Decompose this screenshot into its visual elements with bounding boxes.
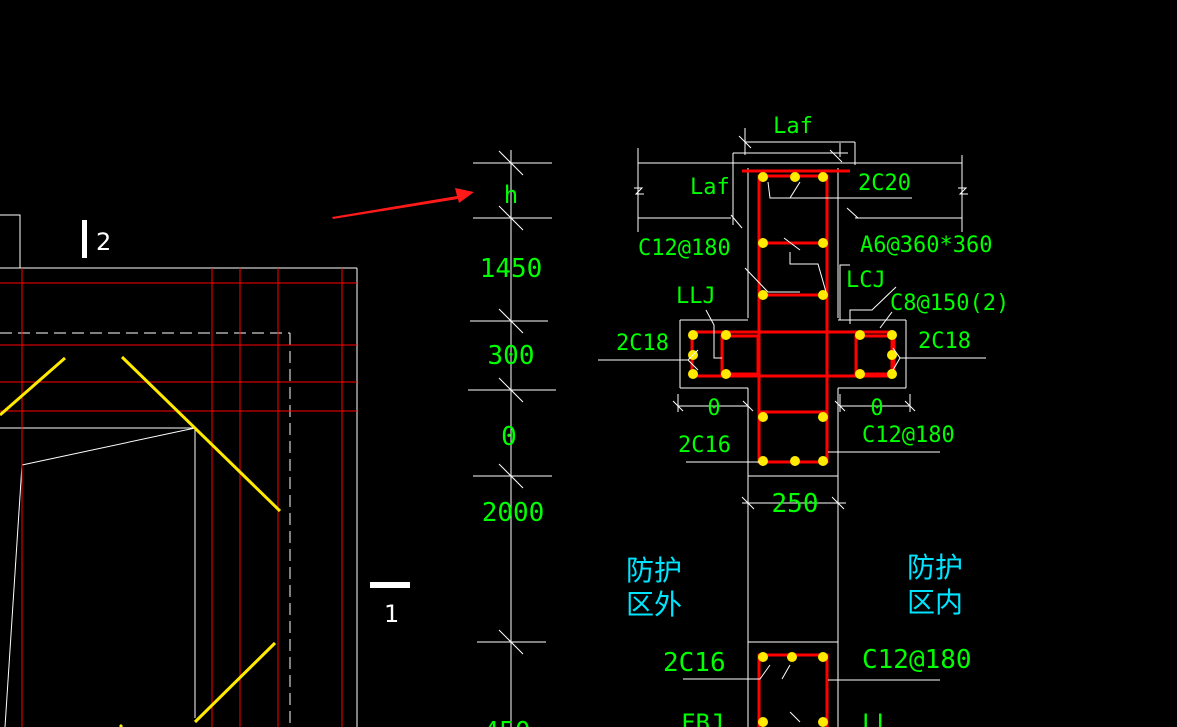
rebar-2c16-bottom-label: 2C16 bbox=[663, 648, 726, 678]
plan-diagonal-rebars bbox=[0, 355, 282, 727]
vertical-dimension-chain: h 1450 300 0 2000 450 bbox=[468, 150, 556, 727]
wall-section-detail: Laf bbox=[598, 114, 1009, 727]
dim-0: 0 bbox=[501, 422, 517, 452]
lcj-label: LCJ bbox=[846, 268, 886, 293]
rebar-2c16-mid-label: 2C16 bbox=[678, 433, 731, 458]
fbj-label: FBJ bbox=[681, 709, 724, 727]
laf-dimension: Laf bbox=[732, 114, 856, 225]
dim-450: 450 bbox=[484, 717, 531, 727]
ll-label: LL bbox=[862, 709, 891, 727]
dim-h: h bbox=[504, 181, 518, 209]
zone-inside-line2: 区内 bbox=[907, 586, 963, 619]
section-mark-1-label: 1 bbox=[384, 600, 399, 628]
plan-outline bbox=[0, 214, 358, 727]
zone-outside-line2: 区外 bbox=[626, 588, 682, 621]
left-offset-0: 0 bbox=[707, 396, 720, 421]
stirrup-c12-180-bottom-label: C12@180 bbox=[862, 645, 972, 675]
column-outline bbox=[679, 168, 907, 727]
section-mark-2-label: 2 bbox=[96, 228, 111, 256]
plan-red-grid bbox=[0, 268, 357, 727]
section-mark-1: 1 bbox=[370, 582, 410, 628]
plan-view: 2 1 bbox=[0, 214, 410, 727]
a6-360-label: A6@360*360 bbox=[860, 233, 992, 258]
stirrup-c12-180-top-label: C12@180 bbox=[638, 236, 731, 261]
zone-outside-line1: 防护 bbox=[626, 554, 682, 587]
leader-lines bbox=[598, 181, 986, 723]
red-pointer-arrow bbox=[332, 188, 474, 219]
dim-ticks bbox=[468, 150, 556, 655]
rebar-2c20-label: 2C20 bbox=[858, 171, 911, 196]
right-offset-0: 0 bbox=[870, 396, 883, 421]
laf-left-label: Laf bbox=[690, 175, 730, 200]
zone-inside-line1: 防护 bbox=[907, 551, 963, 584]
c8-150-label: C8@150(2) bbox=[890, 291, 1009, 316]
width-dimension bbox=[741, 496, 846, 510]
side-offset-dims bbox=[672, 394, 916, 412]
section-mark-2: 2 bbox=[82, 220, 111, 258]
stirrup-c12-180-mid-label: C12@180 bbox=[862, 423, 955, 448]
width-250-label: 250 bbox=[772, 489, 819, 519]
right-2c18-label: 2C18 bbox=[918, 329, 971, 354]
overall-dimension bbox=[634, 148, 968, 232]
dim-1450: 1450 bbox=[480, 254, 543, 284]
llj-label: LLJ bbox=[676, 284, 716, 309]
left-2c18-label: 2C18 bbox=[616, 331, 669, 356]
dim-2000: 2000 bbox=[482, 498, 545, 528]
dim-300: 300 bbox=[488, 341, 535, 371]
laf-top-label: Laf bbox=[773, 114, 813, 139]
